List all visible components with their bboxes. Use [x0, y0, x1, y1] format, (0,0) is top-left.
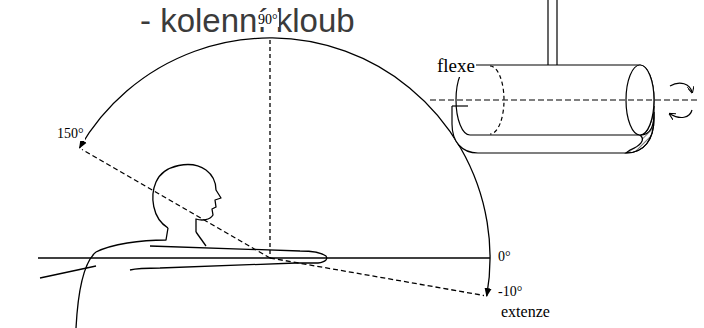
angle-label: 0° [497, 249, 512, 264]
slide-title: - kolenní kloub [140, 3, 355, 39]
human-figure [40, 165, 327, 328]
angle-label: 150° [56, 126, 85, 141]
angle-label: -10° [497, 284, 523, 299]
range-arc [38, 38, 490, 296]
hinge-model [430, 0, 700, 153]
motion-label: extenze [500, 303, 551, 321]
motion-label: flexe [436, 56, 476, 77]
angle-label: 90° [257, 12, 279, 27]
